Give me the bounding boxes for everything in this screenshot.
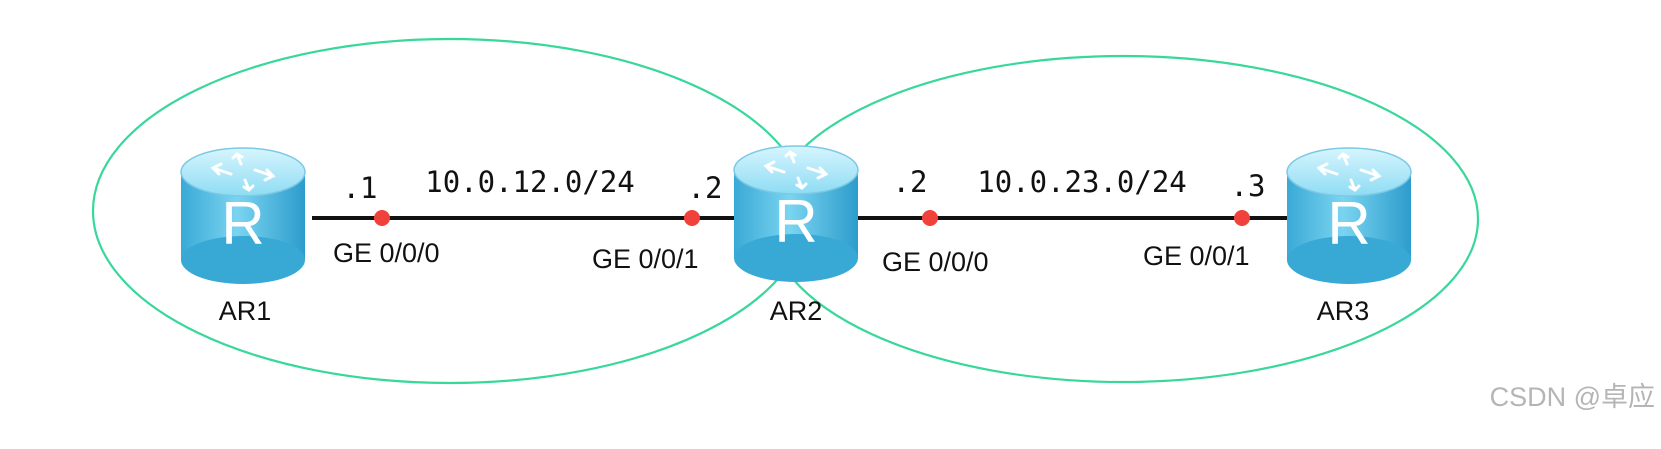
- router-ar3[interactable]: R: [1285, 146, 1413, 286]
- router-ar1[interactable]: R: [179, 146, 307, 286]
- router-label-ar1: AR1: [219, 296, 272, 326]
- subnet-label-1: 10.0.12.0/24: [425, 165, 635, 199]
- port-label-ar1-ge000: GE 0/0/0: [333, 238, 440, 268]
- port-dot-ar3-ge001: [1234, 210, 1250, 226]
- watermark-text: CSDN @卓应: [1490, 382, 1655, 412]
- port-label-ar2-ge001: GE 0/0/1: [592, 244, 699, 274]
- router-label-ar2: AR2: [770, 296, 823, 326]
- router-label-ar3: AR3: [1317, 296, 1370, 326]
- host-label-ar2-left: .2: [688, 171, 723, 205]
- port-dot-ar2-ge001: [684, 210, 700, 226]
- subnet-label-2: 10.0.23.0/24: [977, 165, 1187, 199]
- host-label-ar1: .1: [343, 171, 378, 205]
- port-dot-ar2-ge000: [922, 210, 938, 226]
- port-label-ar3-ge001: GE 0/0/1: [1143, 241, 1250, 271]
- port-label-ar2-ge000: GE 0/0/0: [882, 247, 989, 277]
- port-dot-ar1-ge000: [374, 210, 390, 226]
- router-ar2[interactable]: R: [732, 144, 860, 284]
- router-glyph: R: [221, 190, 264, 257]
- host-label-ar2-right: .2: [893, 165, 928, 199]
- router-glyph: R: [1327, 190, 1370, 257]
- host-label-ar3: .3: [1231, 169, 1266, 203]
- router-glyph: R: [774, 188, 817, 255]
